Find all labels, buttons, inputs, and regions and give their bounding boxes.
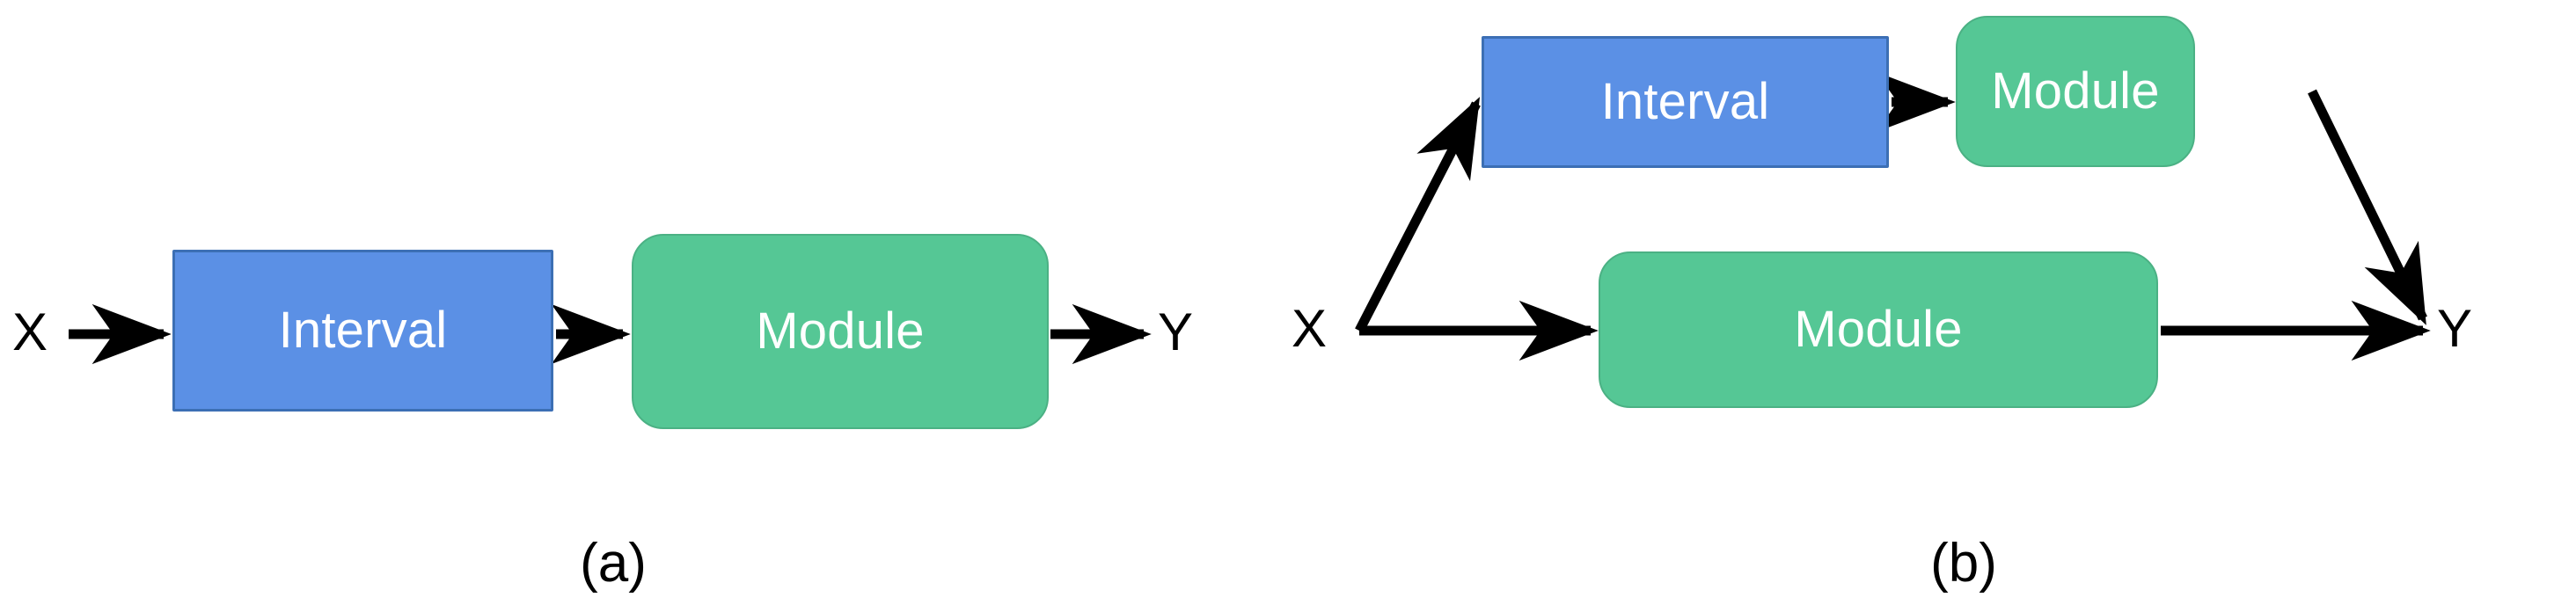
block-label: Module	[756, 302, 925, 360]
block-interval-panel-b[interactable]: Interval	[1482, 36, 1889, 168]
block-module-top-panel-b[interactable]: Module	[1956, 16, 2195, 167]
edge-b-module-top-to-y	[2308, 89, 2427, 325]
block-label: Module	[1991, 62, 2160, 120]
block-label: Module	[1794, 301, 1963, 358]
block-module-panel-a[interactable]: Module	[632, 234, 1049, 429]
block-interval-panel-a[interactable]: Interval	[172, 250, 553, 412]
terminal-x-panel-b: X	[1292, 299, 1328, 358]
terminal-x-panel-a: X	[12, 302, 48, 361]
edge-b-x-to-interval	[1355, 97, 1481, 333]
terminal-y-panel-a: Y	[1158, 302, 1194, 361]
panel-caption-b: (b)	[1930, 533, 1997, 594]
block-label: Interval	[1600, 73, 1770, 130]
block-label: Interval	[278, 302, 448, 359]
block-module-bottom-panel-b[interactable]: Module	[1599, 251, 2158, 408]
terminal-y-panel-b: Y	[2437, 299, 2473, 358]
panel-caption-a: (a)	[580, 533, 647, 594]
